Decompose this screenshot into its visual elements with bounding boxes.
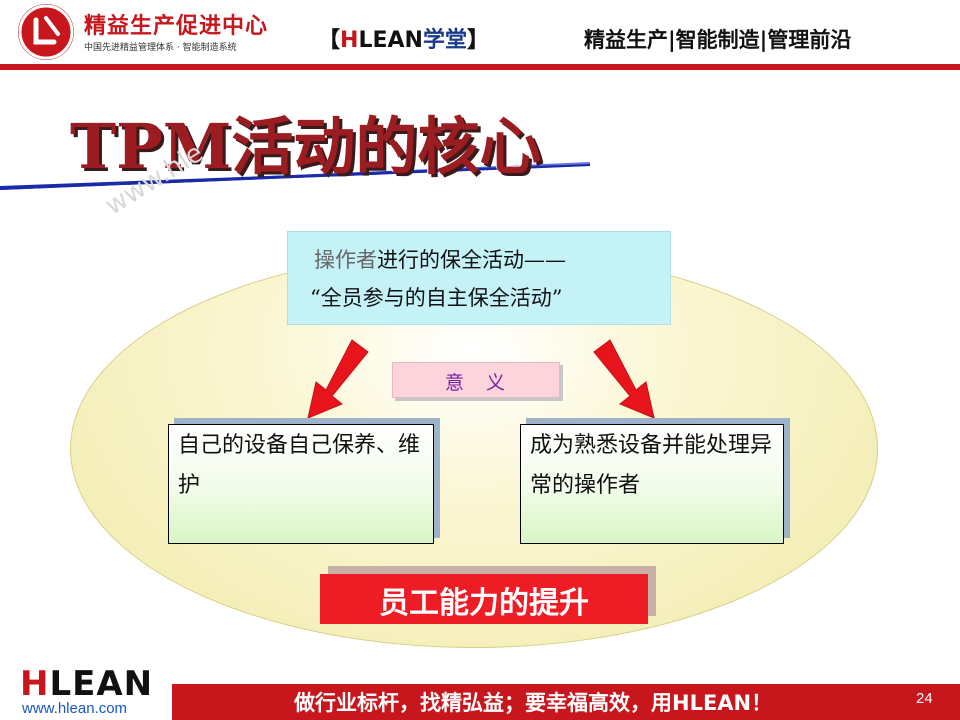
header-tagline: 精益生产|智能制造|管理前沿 (584, 28, 852, 52)
result-label: 员工能力的提升 (379, 586, 589, 621)
brand-lean: LEAN (358, 28, 423, 53)
brand-cn: 学堂 (422, 28, 467, 53)
top-box-line2: “全员参与的自主保全活动” (310, 286, 563, 310)
footer-bar (172, 684, 960, 720)
brand-bracket-close: 】 (466, 28, 489, 53)
top-box (288, 232, 670, 324)
org-subtitle: 中国先进精益管理体系 · 智能制造系统 (84, 43, 237, 53)
title-underline-bar (0, 162, 590, 190)
page-number: 24 (916, 690, 933, 707)
meaning-label: 意义 (444, 372, 527, 394)
brand-tag: 【HLEAN学堂】 (318, 22, 489, 54)
slide-title: TPM活动的核心 (70, 110, 542, 183)
arrow-down-left-icon (307, 339, 369, 419)
top-box-line1: 操作者进行的保全活动—— (314, 244, 566, 274)
footer-logo: HLEAN (20, 664, 153, 704)
result-box (320, 574, 648, 624)
header-divider (0, 64, 960, 70)
left-box-text: 自己的设备自己保养、维护 (178, 433, 421, 498)
right-box (520, 424, 784, 544)
top-box-line1-rest: 进行的保全活动—— (377, 248, 566, 272)
brand-h: H (340, 28, 359, 53)
arrow-down-right-icon (593, 339, 655, 419)
brand-bracket-open: 【 (318, 28, 341, 53)
org-name: 精益生产促进中心 (84, 14, 269, 39)
footer-logo-lean: LEAN (49, 664, 154, 704)
top-box-operator: 操作者 (314, 248, 377, 272)
right-box-text: 成为熟悉设备并能处理异常的操作者 (530, 433, 773, 498)
hlean-logo-icon (18, 4, 74, 60)
left-box (168, 424, 434, 544)
meaning-box (392, 362, 560, 398)
header (0, 0, 960, 72)
footer-slogan: 做行业标杆，找精弘益；要幸福高效，用HLEAN！ (294, 691, 773, 715)
footer-logo-h: H (20, 664, 50, 704)
footer-url[interactable]: www.hlean.com (22, 700, 128, 717)
